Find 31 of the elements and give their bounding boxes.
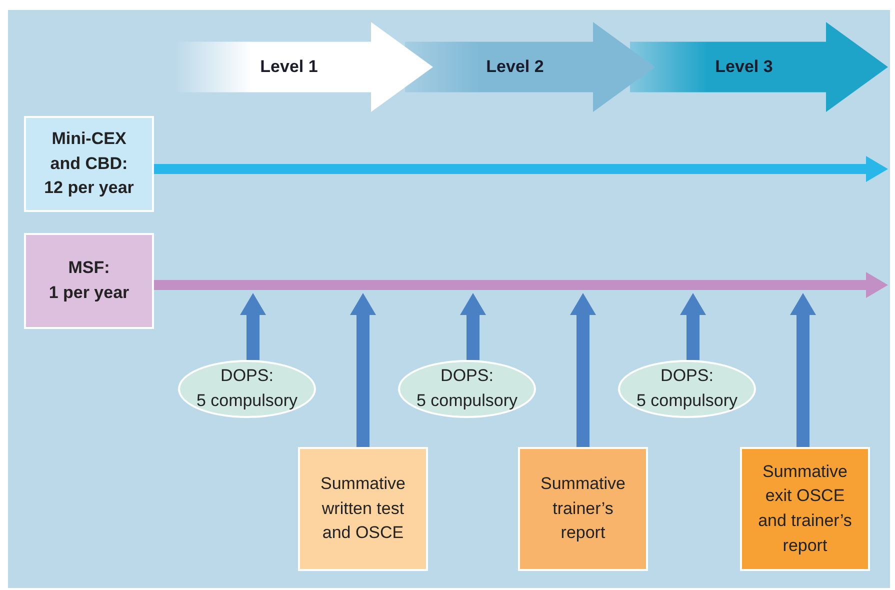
ellipse-text: 5 compulsory xyxy=(195,390,299,412)
level-label: Level 1 xyxy=(260,57,318,77)
arrow xyxy=(570,293,596,447)
arrow xyxy=(680,293,706,360)
box-text: Summative written test and OSCE xyxy=(319,473,407,544)
stage-band xyxy=(405,22,655,112)
box-text: 1 per year xyxy=(48,282,130,304)
arrow xyxy=(240,293,266,360)
ellipse-text: DOPS: xyxy=(660,365,714,388)
box-text: MSF: xyxy=(67,257,111,280)
stage-band xyxy=(630,22,888,112)
ellipse-text: 5 compulsory xyxy=(415,390,519,412)
arrow xyxy=(154,272,888,298)
ellipse-text: 5 compulsory xyxy=(635,390,739,412)
box-text: Summative exit OSCE and trainer’s report xyxy=(757,460,853,557)
ellipse-text: DOPS: xyxy=(440,365,494,388)
box-text: Summative trainer’s report xyxy=(539,473,627,544)
category-box xyxy=(24,116,154,212)
box-text: 12 per year xyxy=(43,177,135,200)
level-label: Level 3 xyxy=(715,57,773,77)
category-box xyxy=(24,233,154,329)
arrow xyxy=(790,293,816,447)
assessment-box xyxy=(740,447,870,571)
box-text: Mini-CEX and CBD: xyxy=(49,128,129,175)
arrow xyxy=(154,156,888,182)
arrow xyxy=(350,293,376,447)
arrow xyxy=(460,293,486,360)
ellipse-text: DOPS: xyxy=(220,365,274,388)
assessment-box xyxy=(518,447,648,571)
assessment-box xyxy=(298,447,428,571)
level-label: Level 2 xyxy=(486,57,544,77)
